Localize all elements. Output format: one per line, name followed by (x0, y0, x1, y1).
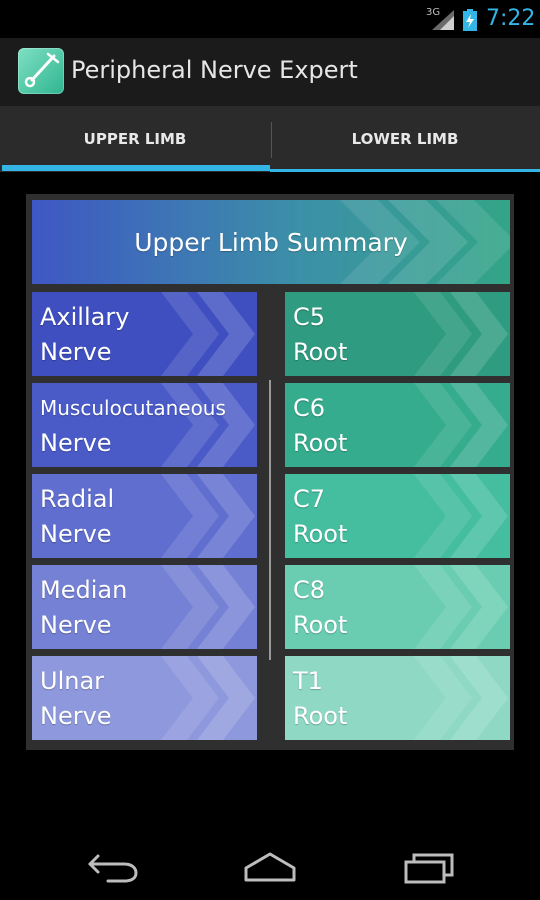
root-label: C8 Root (293, 573, 347, 643)
upper-limb-summary-tile[interactable]: Upper Limb Summary (32, 200, 510, 284)
status-bar: 3G 7:22 (0, 0, 540, 38)
battery-charging-icon (463, 9, 477, 31)
nerve-label-line1: Axillary (40, 303, 130, 331)
recent-apps-icon[interactable] (398, 848, 458, 884)
root-label-line2: Root (293, 338, 348, 366)
column-divider (269, 380, 271, 660)
selected-tab-indicator (2, 165, 270, 171)
tab-bar: UPPER LIMB LOWER LIMB (0, 106, 540, 172)
tab-lower-limb[interactable]: LOWER LIMB (351, 130, 459, 148)
nerve-label-line1: Radial (40, 485, 115, 513)
nerve-label-line2: Nerve (40, 429, 112, 457)
app-title: Peripheral Nerve Expert (71, 56, 358, 84)
signal-strength-icon (432, 10, 454, 30)
nerve-tile-musculocutaneous[interactable]: Musculocutaneous Nerve (32, 383, 257, 467)
root-label: T1 Root (293, 664, 347, 734)
nerve-label-line2: Nerve (40, 520, 112, 548)
system-nav-bar (0, 820, 540, 900)
root-tile-c8[interactable]: C8 Root (285, 565, 510, 649)
tab-baseline (270, 169, 540, 172)
root-tile-c6[interactable]: C6 Root (285, 383, 510, 467)
app-logo-icon[interactable] (18, 48, 64, 94)
nerve-label-line2: Nerve (40, 702, 112, 730)
chevron-decoration-icon (161, 474, 255, 558)
root-label: C5 Root (293, 300, 347, 370)
tab-divider (271, 122, 272, 158)
nerve-tile-radial[interactable]: Radial Nerve (32, 474, 257, 558)
chevron-decoration-icon (414, 474, 508, 558)
nerve-label: Radial Nerve (40, 482, 114, 552)
chevron-decoration-icon (414, 383, 508, 467)
root-label-line1: T1 (293, 667, 323, 695)
root-tile-c7[interactable]: C7 Root (285, 474, 510, 558)
nerve-label: Musculocutaneous Nerve (40, 391, 226, 461)
root-label-line2: Root (293, 611, 348, 639)
root-tile-c5[interactable]: C5 Root (285, 292, 510, 376)
root-label-line2: Root (293, 702, 348, 730)
action-bar: Peripheral Nerve Expert (0, 38, 540, 106)
root-label-line1: C5 (293, 303, 326, 331)
chevron-decoration-icon (414, 292, 508, 376)
nerve-label: Ulnar Nerve (40, 664, 112, 734)
tab-upper-limb[interactable]: UPPER LIMB (83, 130, 187, 148)
root-label-line1: C6 (293, 394, 326, 422)
root-label-line2: Root (293, 520, 348, 548)
root-label: C7 Root (293, 482, 347, 552)
home-icon[interactable] (240, 848, 300, 884)
clock-time: 7:22 (486, 6, 536, 31)
root-label-line1: C7 (293, 485, 326, 513)
network-type-label: 3G (426, 7, 441, 18)
root-label-line2: Root (293, 429, 348, 457)
nerve-label: Median Nerve (40, 573, 127, 643)
chevron-decoration-icon (161, 656, 255, 740)
nerve-tile-ulnar[interactable]: Ulnar Nerve (32, 656, 257, 740)
nerve-label-line2: Nerve (40, 338, 112, 366)
summary-label: Upper Limb Summary (134, 227, 408, 257)
nerve-label-line1: Ulnar (40, 667, 105, 695)
back-icon[interactable] (84, 848, 144, 884)
nerve-label-line1: Musculocutaneous (40, 396, 226, 420)
nerve-label-line2: Nerve (40, 611, 112, 639)
nerve-label-line1: Median (40, 576, 128, 604)
chevron-decoration-icon (161, 565, 255, 649)
root-label-line1: C8 (293, 576, 326, 604)
chevron-decoration-icon (414, 565, 508, 649)
chevron-decoration-icon (414, 656, 508, 740)
chevron-decoration-icon (161, 292, 255, 376)
nerve-tile-axillary[interactable]: Axillary Nerve (32, 292, 257, 376)
root-tile-t1[interactable]: T1 Root (285, 656, 510, 740)
root-label: C6 Root (293, 391, 347, 461)
nerve-tile-median[interactable]: Median Nerve (32, 565, 257, 649)
nerve-label: Axillary Nerve (40, 300, 129, 370)
